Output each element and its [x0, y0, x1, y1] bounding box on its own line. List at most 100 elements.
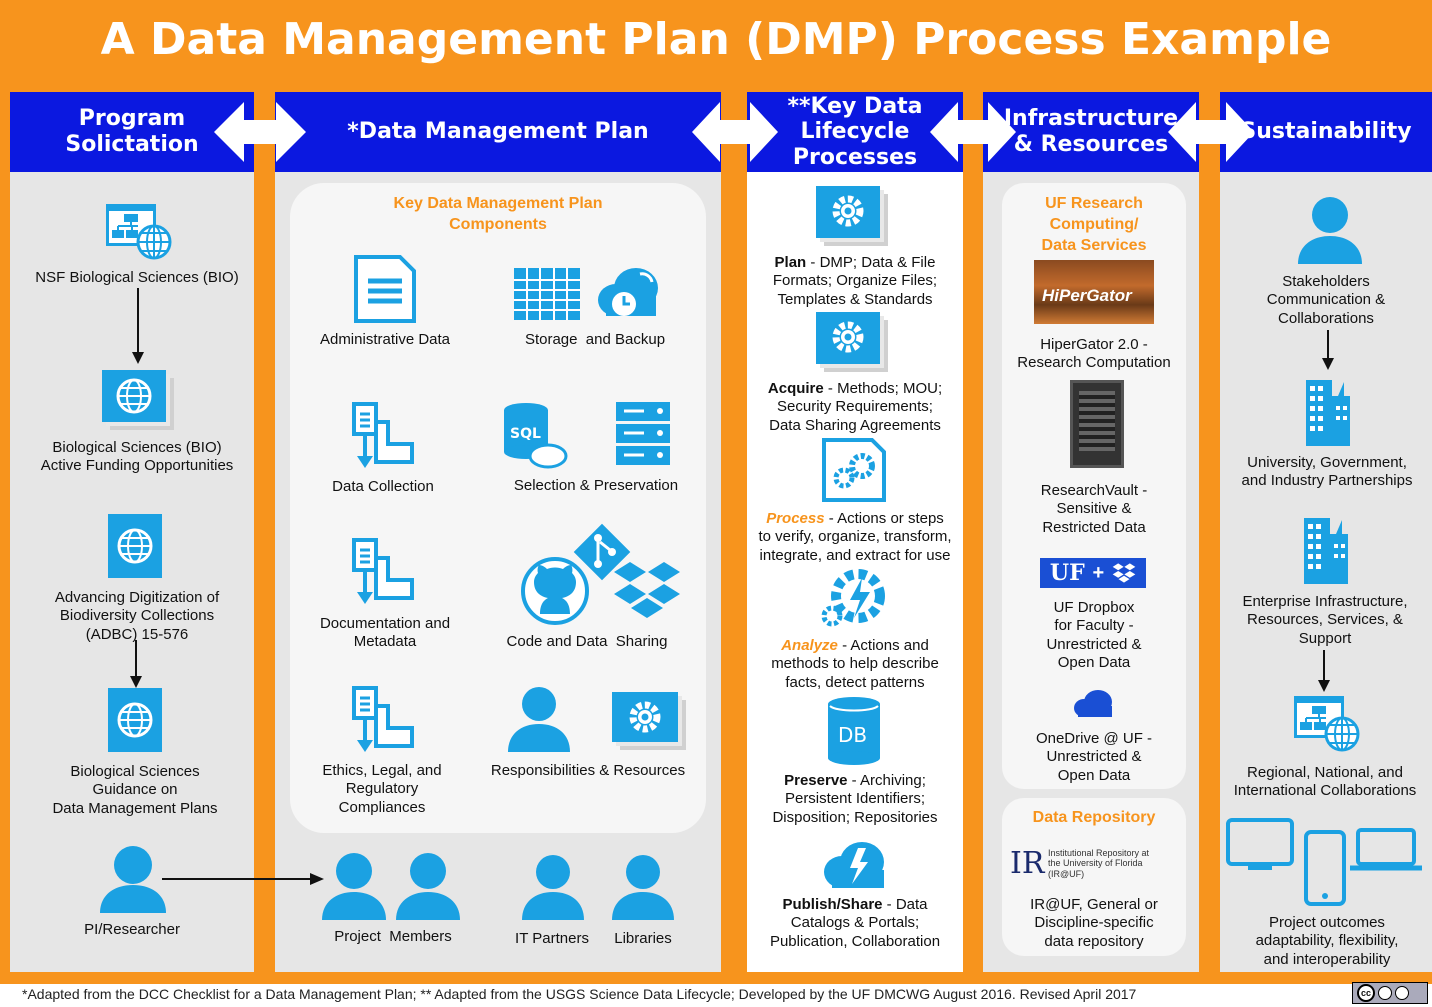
header-dmp: *Data Management Plan [275, 92, 721, 172]
dmp-code-data-sharing: Code and Data Sharing [506, 633, 668, 650]
git-branch-icon [573, 523, 631, 581]
devices-icon [1226, 818, 1422, 906]
data-flow-icon [352, 402, 414, 468]
person-icon [396, 853, 460, 920]
arrow-down-icon [1318, 650, 1330, 692]
db-label: DB [838, 723, 867, 747]
sustain-partnerships: University, Government, and Industry Par… [1241, 454, 1413, 490]
dmp-selection-preservation: Selection & Preservation [513, 477, 679, 494]
infra-hipergator: HiperGator 2.0 - Research Computation [1017, 336, 1171, 372]
lifecycle-plan: Plan - DMP; Data & File Formats; Organiz… [752, 254, 958, 309]
dmp-components-title: Key Data Management Plan Components [393, 195, 603, 233]
program-nsf-bio: NSF Biological Sciences (BIO) [35, 269, 239, 286]
sitemap-globe-icon [1294, 696, 1360, 752]
lifecycle-preserve-desc: - Archiving; Persistent Identifiers; Dis… [772, 772, 938, 826]
gear-card-icon [612, 692, 686, 750]
program-bio-funding: Biological Sciences (BIO) Active Funding… [40, 439, 234, 475]
header-lifecycle: **Key Data Lifecycle Processes [747, 92, 963, 172]
infra-repo-title: Data Repository [1032, 809, 1156, 826]
dmp-project-members: Project Members [334, 928, 452, 945]
uf-dropbox-logo: UF + [1040, 558, 1146, 588]
person-icon [1298, 197, 1362, 264]
lifecycle-analyze-desc: - Actions and methods to help describe f… [771, 637, 939, 691]
plus-sign: + [1092, 561, 1105, 584]
database-icon: DB [828, 697, 880, 765]
gear-lightning-icon [821, 569, 885, 627]
page-title: A Data Management Plan (DMP) Process Exa… [0, 0, 1432, 90]
lifecycle-acquire: Acquire - Methods; MOU; Security Require… [752, 380, 958, 435]
lifecycle-preserve-term: Preserve [784, 772, 848, 789]
uf-logo-text: UF [1049, 560, 1085, 586]
header-sustain: Sustainability [1220, 92, 1432, 172]
dropbox-icon [614, 562, 680, 618]
footer-note: *Adapted from the DCC Checklist for a Da… [22, 986, 1137, 1002]
lifecycle-plan-desc: - DMP; Data & File Formats; Organize Fil… [772, 254, 938, 308]
sustain-enterprise: Enterprise Infrastructure, Resources, Se… [1242, 593, 1408, 647]
program-pi-researcher: PI/Researcher [84, 921, 180, 938]
arrow-down-icon [130, 640, 142, 688]
person-icon [612, 855, 674, 920]
arrow-right-icon [162, 873, 324, 885]
buildings-icon [1306, 380, 1350, 446]
person-icon [322, 853, 386, 920]
person-icon [508, 687, 570, 752]
lifecycle-process-desc: - Actions or steps to verify, organize, … [758, 510, 952, 564]
hipergator-photo-label: HiPerGator [1042, 286, 1132, 305]
gears-document-icon [822, 438, 886, 502]
lifecycle-publish: Publish/Share - Data Catalogs & Portals;… [752, 896, 958, 951]
lifecycle-acquire-desc: - Methods; MOU; Security Requirements; D… [769, 380, 943, 434]
globe-card-icon [102, 370, 174, 430]
program-adbc: Advancing Digitization of Biodiversity C… [54, 589, 220, 643]
double-arrow-icon [1168, 102, 1254, 162]
dmp-documentation-metadata: Documentation and Metadata [319, 615, 451, 651]
infra-uf-dropbox: UF Dropbox for Faculty - Unrestricted & … [1046, 599, 1142, 671]
nc-icon [1395, 986, 1409, 1000]
by-icon [1378, 986, 1392, 1000]
svg-text:SQL: SQL [510, 426, 541, 442]
dmp-ethics-legal: Ethics, Legal, and Regulatory Compliance… [322, 762, 442, 816]
dmp-data-collection: Data Collection [332, 478, 434, 495]
lifecycle-process-term: Process [766, 510, 825, 527]
cloud-lightning-icon [824, 842, 884, 888]
hipergator-photo: HiPerGator [1034, 260, 1154, 324]
lifecycle-publish-desc: - Data Catalogs & Portals; Publication, … [769, 896, 941, 950]
infra-services-title: UF Research Computing/ Data Services [1041, 195, 1147, 254]
dmp-it-partners: IT Partners [515, 930, 589, 947]
arrow-down-icon [1322, 330, 1334, 370]
ir-logo: IR [1010, 846, 1045, 881]
sitemap-globe-icon [106, 204, 172, 260]
server-rack-icon [616, 402, 670, 465]
gear-card-icon [816, 312, 888, 372]
double-arrow-icon [692, 102, 778, 162]
sql-database-icon: SQL [504, 403, 568, 469]
lifecycle-analyze: Analyze - Actions and methods to help de… [752, 637, 958, 692]
server-cabinet-photo [1070, 380, 1124, 468]
dmp-storage-backup: Storage and Backup [524, 331, 666, 348]
buildings-icon [1304, 518, 1348, 584]
person-icon [100, 846, 166, 913]
data-flow-icon [352, 538, 414, 604]
sustain-outcomes: Project outcomes adaptability, flexibili… [1255, 914, 1399, 968]
lifecycle-publish-term: Publish/Share [782, 896, 883, 913]
sustain-collaborations: Regional, National, and International Co… [1233, 764, 1417, 800]
lifecycle-plan-term: Plan [774, 254, 807, 271]
globe-card-icon [108, 688, 162, 752]
header-infra: Infrastructure & Resources [983, 92, 1199, 172]
globe-card-icon [108, 514, 162, 578]
double-arrow-icon [930, 102, 1016, 162]
cloud-backup-icon [598, 268, 658, 316]
dropbox-icon [1112, 563, 1136, 583]
github-icon [521, 557, 589, 625]
lifecycle-acquire-term: Acquire [767, 380, 824, 397]
infra-researchvault: ResearchVault - Sensitive & Restricted D… [1040, 482, 1148, 536]
data-flow-icon [352, 686, 414, 752]
lifecycle-preserve: Preserve - Archiving; Persistent Identif… [752, 772, 958, 827]
dmp-libraries: Libraries [614, 930, 672, 947]
cc-logo: cc [1357, 984, 1375, 1002]
dmp-administrative-data: Administrative Data [319, 331, 451, 348]
infra-repo-panel [1002, 798, 1186, 956]
person-icon [522, 855, 584, 920]
arrow-down-icon [132, 288, 144, 364]
double-arrow-icon [214, 102, 306, 162]
lifecycle-analyze-term: Analyze [781, 637, 838, 654]
